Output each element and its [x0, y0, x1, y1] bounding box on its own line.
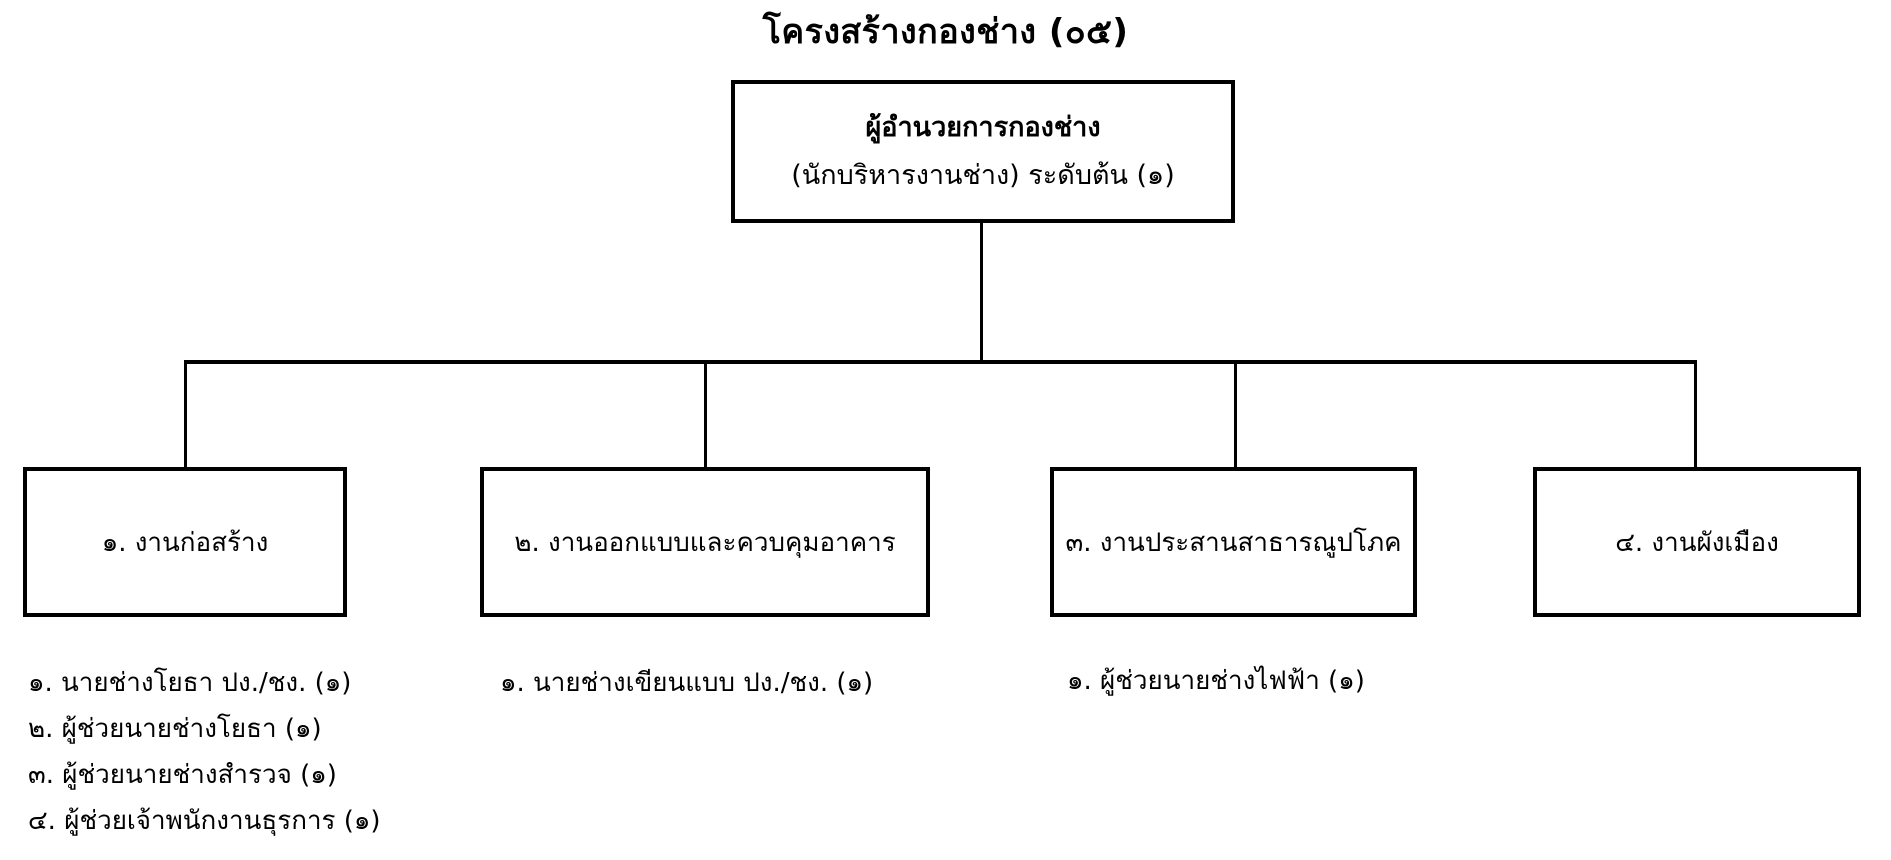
staff-item: ๑. ผู้ช่วยนายช่างไฟฟ้า (๑)	[1067, 666, 1365, 696]
staff-item: ๑. นายช่างโยธา ปง./ชง. (๑)	[28, 668, 352, 698]
connector-drop-utilities	[1234, 360, 1237, 470]
connector-drop-construction	[184, 360, 187, 470]
staff-item: ๑. นายช่างเขียนแบบ ปง./ชง. (๑)	[500, 668, 874, 698]
staff-list-utilities: ๑. ผู้ช่วยนายช่างไฟฟ้า (๑)	[1067, 658, 1365, 704]
dept-label: ๓. งานประสานสาธารณูปโภค	[1065, 527, 1402, 558]
dept-label: ๑. งานก่อสร้าง	[101, 527, 269, 558]
staff-item: ๓. ผู้ช่วยนายช่างสำรวจ (๑)	[28, 760, 337, 790]
staff-item: ๔. ผู้ช่วยเจ้าพนักงานธุรการ (๑)	[28, 806, 381, 836]
director-subtitle: (นักบริหารงานช่าง) ระดับต้น (๑)	[791, 159, 1175, 191]
dept-label: ๔. งานผังเมือง	[1615, 527, 1779, 558]
connector-horizontal-rail	[184, 360, 1697, 364]
connector-root-vertical	[980, 223, 983, 362]
staff-list-construction: ๑. นายช่างโยธา ปง./ชง. (๑) ๒. ผู้ช่วยนาย…	[28, 660, 381, 844]
connector-drop-design	[704, 360, 707, 470]
dept-box-design-building-control: ๒. งานออกแบบและควบคุมอาคาร	[480, 467, 930, 617]
director-title: ผู้อำนวยการกองช่าง	[865, 112, 1101, 144]
dept-box-construction: ๑. งานก่อสร้าง	[23, 467, 347, 617]
connector-drop-city-planning	[1694, 360, 1697, 467]
staff-item: ๒. ผู้ช่วยนายช่างโยธา (๑)	[28, 714, 322, 744]
dept-box-public-utilities: ๓. งานประสานสาธารณูปโภค	[1050, 467, 1417, 617]
dept-label: ๒. งานออกแบบและควบคุมอาคาร	[514, 527, 896, 558]
chart-title: โครงสร้างกองช่าง (๐๕)	[762, 12, 1129, 52]
director-box: ผู้อำนวยการกองช่าง (นักบริหารงานช่าง) ระ…	[731, 80, 1235, 223]
dept-box-city-planning: ๔. งานผังเมือง	[1533, 467, 1861, 617]
staff-list-design: ๑. นายช่างเขียนแบบ ปง./ชง. (๑)	[500, 660, 873, 706]
